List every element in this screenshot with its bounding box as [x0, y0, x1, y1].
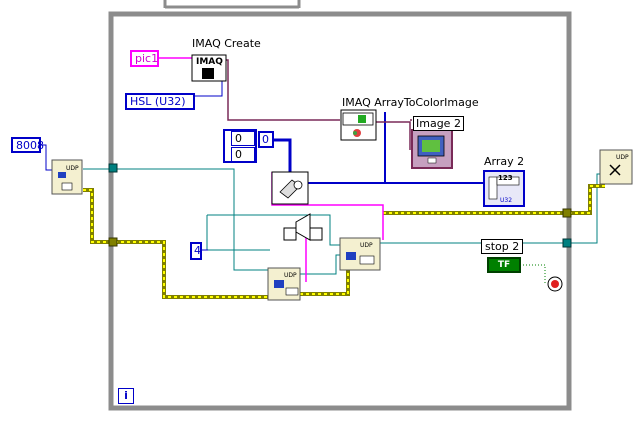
array-dtype-label: U32: [500, 197, 513, 204]
loop-count-constant[interactable]: 4: [190, 242, 202, 260]
array-subset-node[interactable]: [271, 171, 309, 205]
udp-read-node[interactable]: UDP: [339, 237, 381, 271]
array-type-label: 123: [498, 174, 513, 182]
array-indicator-terminal[interactable]: [483, 170, 525, 207]
array-constant-a[interactable]: 0: [231, 131, 255, 146]
udp-write-node[interactable]: UDP: [267, 267, 301, 301]
image-name-constant[interactable]: pic1: [130, 50, 159, 67]
svg-text:UDP: UDP: [360, 242, 373, 249]
svg-text:UDP: UDP: [66, 165, 79, 172]
image-type-enum[interactable]: HSL (U32): [125, 93, 195, 110]
iteration-terminal: i: [118, 388, 134, 404]
typecast-node[interactable]: [283, 213, 323, 241]
stop-terminal-symbol[interactable]: [547, 276, 563, 292]
array-indicator-label: Array 2: [484, 155, 525, 168]
image-indicator-label: Image 2: [413, 116, 464, 131]
port-constant[interactable]: 8008: [11, 137, 44, 153]
imaq-array-to-color-node[interactable]: [340, 109, 377, 141]
udp-close-node[interactable]: UDP: [599, 149, 633, 185]
array-index-constant[interactable]: 0: [258, 131, 274, 148]
outer-frame-fragment: [163, 0, 301, 9]
image-indicator-terminal[interactable]: [411, 129, 453, 169]
udp-open-node[interactable]: UDP: [51, 159, 83, 195]
svg-text:IMAQ: IMAQ: [196, 57, 223, 67]
bool-wire: [520, 264, 546, 284]
tunnels: [108, 163, 572, 248]
stop-bool-terminal[interactable]: TF: [487, 257, 521, 273]
image-wires: [226, 59, 412, 150]
svg-text:UDP: UDP: [284, 272, 297, 279]
imaq-create-node[interactable]: IMAQ: [191, 54, 227, 82]
array-constant-frame: [223, 129, 257, 163]
svg-text:UDP: UDP: [616, 154, 629, 161]
imaq-create-label: IMAQ Create: [192, 37, 261, 50]
stop-control-label: stop 2: [481, 239, 524, 254]
imaq-array-to-color-label: IMAQ ArrayToColorImage: [342, 96, 479, 109]
